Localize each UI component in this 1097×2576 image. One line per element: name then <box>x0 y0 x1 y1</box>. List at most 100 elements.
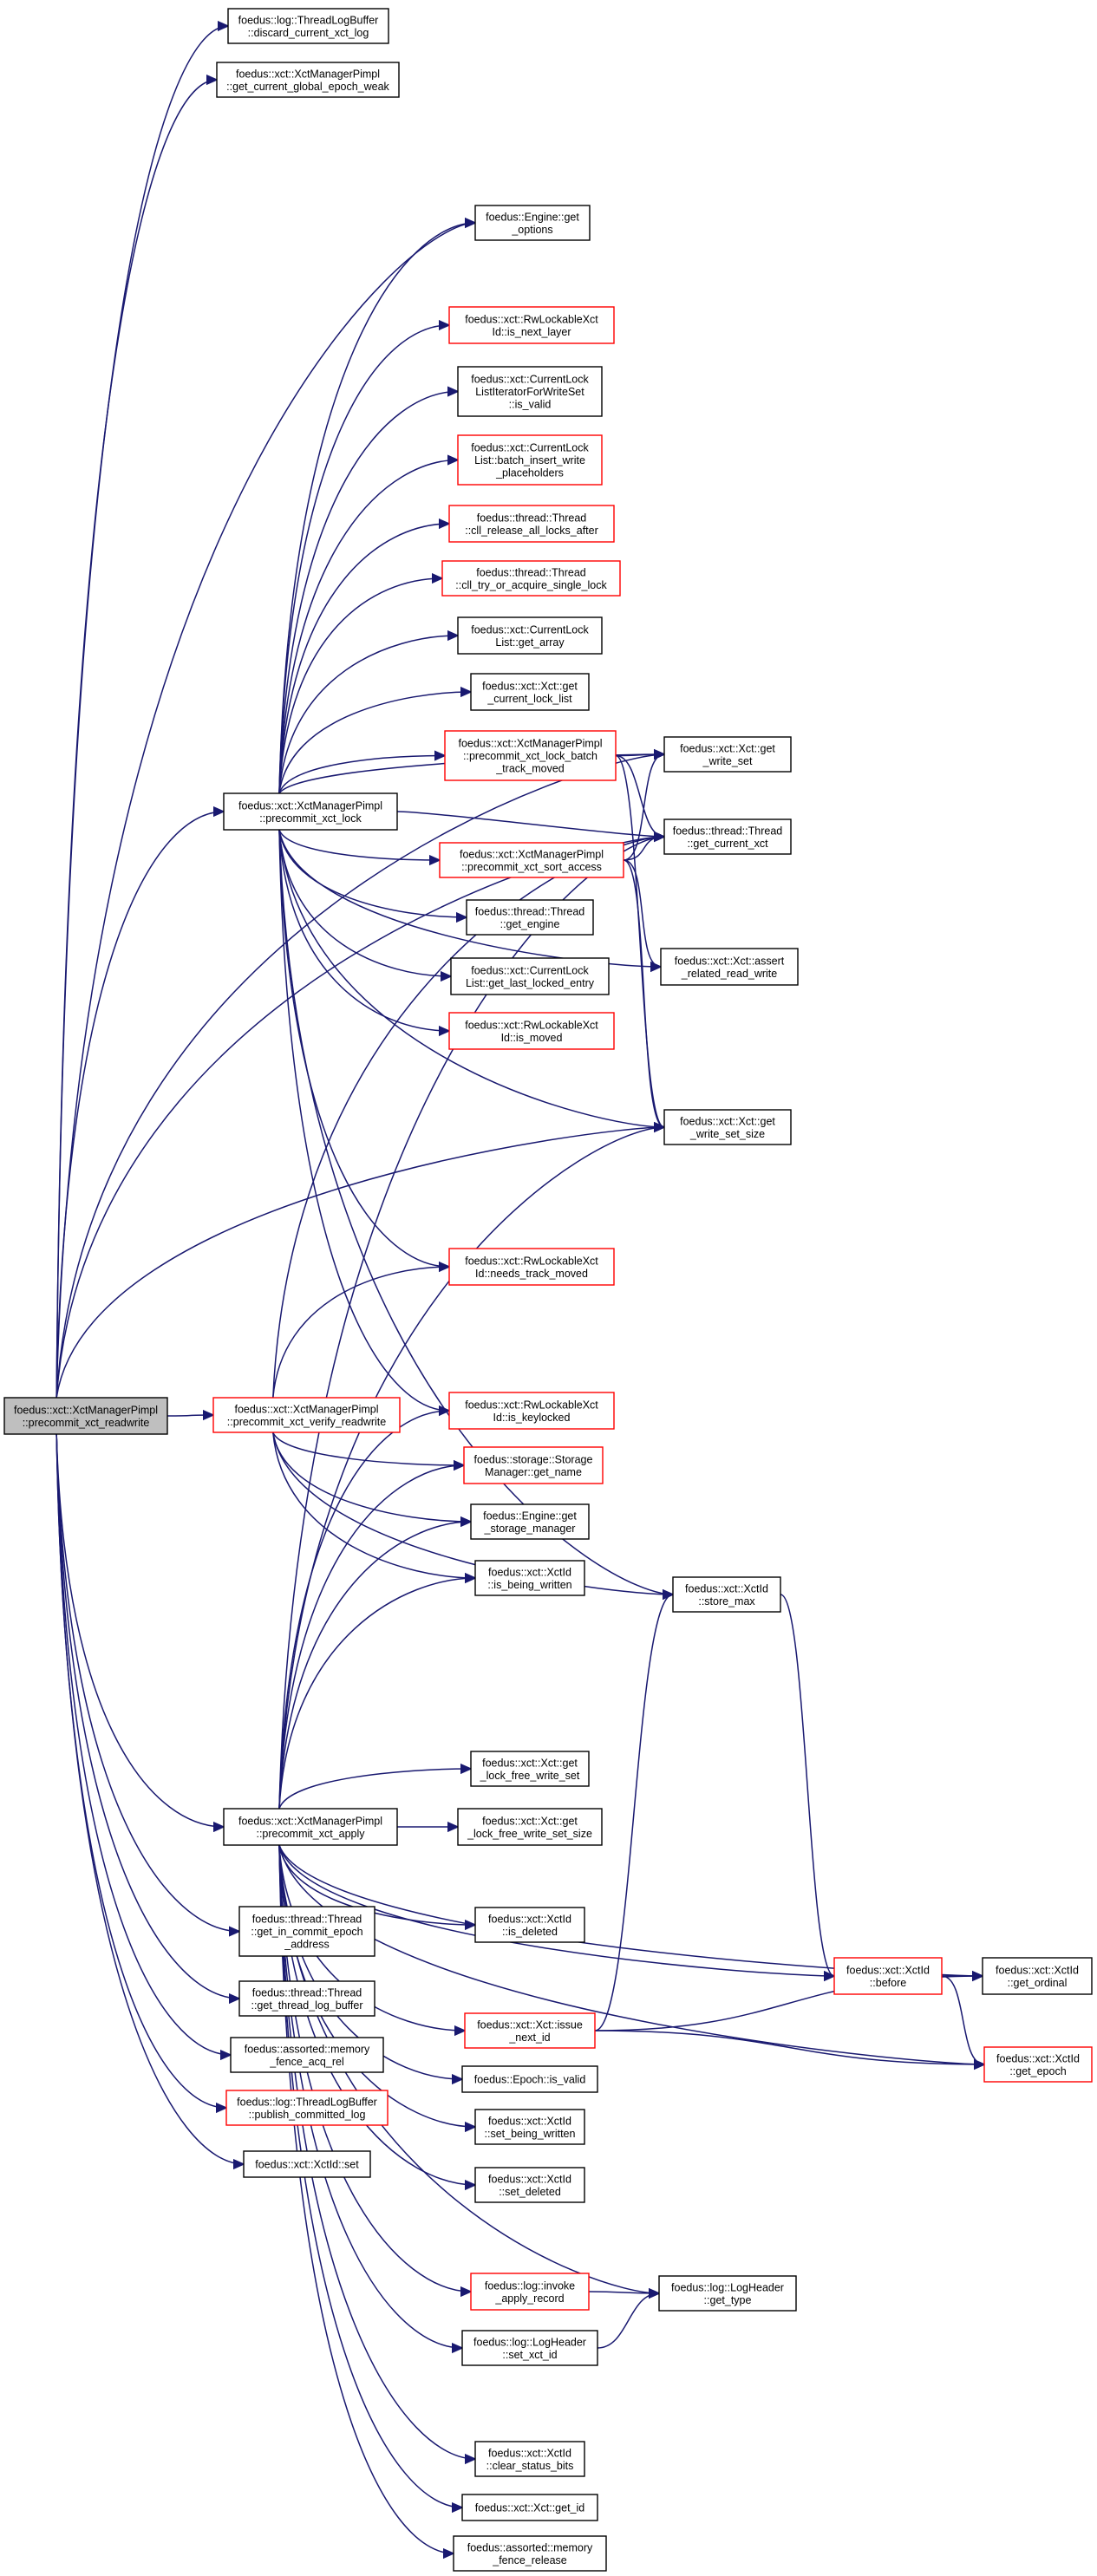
node-box <box>212 1397 401 1433</box>
node-label: _write_set <box>702 755 753 767</box>
node-publish[interactable]: foedus::log::ThreadLogBuffer::publish_co… <box>225 2090 389 2126</box>
node-label: foedus::xct::XctId <box>685 1582 768 1595</box>
node-storemax[interactable]: foedus::xct::XctId::store_max <box>672 1576 781 1613</box>
node-iskeylocked[interactable]: foedus::xct::RwLockableXctId::is_keylock… <box>448 1392 615 1430</box>
node-label: ListIteratorForWriteSet <box>475 386 584 398</box>
node-apply[interactable]: foedus::xct::XctManagerPimpl::precommit_… <box>223 1808 398 1846</box>
node-box <box>463 1446 604 1484</box>
node-sortaccess[interactable]: foedus::xct::XctManagerPimpl::precommit_… <box>439 842 624 878</box>
edge-apply-to-smgetname <box>278 1465 464 1810</box>
call-nodes: foedus::xct::XctManagerPimpl::precommit_… <box>3 8 1093 2572</box>
node-getsm[interactable]: foedus::Engine::get_storage_manager <box>470 1503 590 1540</box>
node-box <box>466 899 594 936</box>
node-getcll[interactable]: foedus::xct::Xct::get_current_lock_list <box>470 673 590 711</box>
node-getwriteset[interactable]: foedus::xct::Xct::get_write_set <box>663 736 792 773</box>
node-gcgew[interactable]: foedus::xct::XctManagerPimpl::get_curren… <box>216 62 400 98</box>
edge-before-to-getepoch <box>941 1975 984 2064</box>
node-box <box>453 2535 607 2572</box>
node-discard[interactable]: foedus::log::ThreadLogBuffer::discard_cu… <box>227 8 389 44</box>
edge-lock-to-clltry <box>278 578 442 794</box>
node-isbeing[interactable]: foedus::xct::XctId::is_being_written <box>474 1560 585 1596</box>
node-box <box>474 205 591 241</box>
node-label: ::get_engine <box>500 918 560 930</box>
node-box <box>663 818 792 855</box>
node-label: foedus::xct::Xct::get <box>482 1757 578 1769</box>
node-engopt[interactable]: foedus::Engine::get_options <box>474 205 591 241</box>
node-batchinsert[interactable]: foedus::xct::CurrentLockList::batch_inse… <box>457 434 603 486</box>
edge-root-to-getwritesetsize <box>56 1127 664 1399</box>
node-box <box>225 2090 389 2126</box>
node-setxctid[interactable]: foedus::log::LogHeader::set_xct_id <box>461 2330 598 2366</box>
edge-apply-to-getordinal <box>278 1844 983 1976</box>
node-label: ::store_max <box>698 1595 755 1608</box>
node-root[interactable]: foedus::xct::XctManagerPimpl::precommit_… <box>3 1397 168 1435</box>
node-needstrack[interactable]: foedus::xct::RwLockableXctId::needs_trac… <box>448 1248 615 1286</box>
node-getlfwss[interactable]: foedus::xct::Xct::get_lock_free_write_se… <box>457 1808 603 1846</box>
node-label: foedus::log::LogHeader <box>671 2281 784 2293</box>
node-label: ::precommit_xct_lock <box>259 812 362 825</box>
node-label: foedus::xct::RwLockableXct <box>465 1255 598 1267</box>
node-getlastlocked[interactable]: foedus::xct::CurrentLockList::get_last_l… <box>450 957 610 995</box>
node-verify[interactable]: foedus::xct::XctManagerPimpl::precommit_… <box>212 1397 401 1433</box>
node-getcurxct[interactable]: foedus::thread::Thread::get_current_xct <box>663 818 792 855</box>
node-getordinal[interactable]: foedus::xct::XctId::get_ordinal <box>982 1957 1093 1995</box>
edge-lock-to-engopt <box>278 223 475 794</box>
node-label: _fence_release <box>492 2554 567 2566</box>
node-label: foedus::xct::XctId <box>488 2115 571 2127</box>
node-getengine[interactable]: foedus::thread::Thread::get_engine <box>466 899 594 936</box>
node-setdeleted[interactable]: foedus::xct::XctId::set_deleted <box>474 2167 585 2203</box>
node-label: ::is_valid <box>509 399 552 411</box>
node-invokeapply[interactable]: foedus::log::invoke_apply_record <box>470 2273 590 2311</box>
node-label: foedus::log::ThreadLogBuffer <box>238 14 379 26</box>
node-label: foedus::xct::CurrentLock <box>471 623 589 636</box>
node-before[interactable]: foedus::xct::XctId::before <box>833 1957 943 1995</box>
node-label: ::precommit_xct_readwrite <box>23 1417 150 1429</box>
edge-sortaccess-to-getwritesetsize <box>623 859 664 1127</box>
node-cllrelease[interactable]: foedus::thread::Thread::cll_release_all_… <box>448 505 615 543</box>
node-box <box>448 1392 615 1430</box>
edge-sortaccess-to-assertrel <box>623 859 661 967</box>
edge-lock-to-getarray <box>278 636 458 794</box>
node-getlogbuf[interactable]: foedus::thread::Thread::get_thread_log_b… <box>238 1980 375 2017</box>
node-getwritesetsize[interactable]: foedus::xct::Xct::get_write_set_size <box>663 1109 792 1145</box>
edge-verify-to-getsm <box>272 1431 471 1522</box>
node-assertrel[interactable]: foedus::xct::Xct::assert_related_read_wr… <box>660 948 799 986</box>
node-label: List::get_array <box>495 636 565 649</box>
node-clltry[interactable]: foedus::thread::Thread::cll_try_or_acqui… <box>441 560 621 597</box>
node-memfencerel[interactable]: foedus::assorted::memory_fence_release <box>453 2535 607 2572</box>
edge-lock-to-getcll <box>278 692 471 794</box>
node-box <box>238 1906 375 1957</box>
node-getid[interactable]: foedus::xct::Xct::get_id <box>461 2494 598 2521</box>
node-setbeing[interactable]: foedus::xct::XctId::set_being_written <box>474 2109 585 2145</box>
node-label: _address <box>284 1939 329 1951</box>
node-getlfws[interactable]: foedus::xct::Xct::get_lock_free_write_se… <box>470 1751 590 1787</box>
node-label: Manager::get_name <box>485 1466 582 1478</box>
node-box <box>448 1248 615 1286</box>
node-box <box>216 62 400 98</box>
node-getepoch[interactable]: foedus::xct::XctId::get_epoch <box>983 2046 1093 2083</box>
node-box <box>223 1808 398 1846</box>
node-label: foedus::Epoch::is_valid <box>474 2074 586 2086</box>
node-label: _storage_manager <box>484 1523 576 1535</box>
node-epochisvalid[interactable]: foedus::Epoch::is_valid <box>461 2065 598 2093</box>
edge-lock-to-iskeylocked <box>278 829 449 1411</box>
node-box <box>243 2150 371 2178</box>
node-lock[interactable]: foedus::xct::XctManagerPimpl::precommit_… <box>223 792 398 831</box>
node-xctidset[interactable]: foedus::xct::XctId::set <box>243 2150 371 2178</box>
node-gettype[interactable]: foedus::log::LogHeader::get_type <box>658 2275 797 2312</box>
node-getincommit[interactable]: foedus::thread::Thread::get_in_commit_ep… <box>238 1906 375 1957</box>
node-memfenceacq[interactable]: foedus::assorted::memory_fence_acq_rel <box>230 2037 384 2073</box>
node-label: _related_read_write <box>681 968 778 980</box>
node-issuenext[interactable]: foedus::xct::Xct::issue_next_id <box>464 2012 596 2049</box>
node-box <box>223 792 398 831</box>
node-isnextlayer[interactable]: foedus::xct::RwLockableXctId::is_next_la… <box>448 306 615 344</box>
node-label: foedus::xct::Xct::get_id <box>475 2502 585 2514</box>
node-smgetname[interactable]: foedus::storage::StorageManager::get_nam… <box>463 1446 604 1484</box>
edge-lock-to-sortaccess <box>278 829 440 860</box>
node-lockbatch[interactable]: foedus::xct::XctManagerPimpl::precommit_… <box>444 730 617 781</box>
node-clearstatus[interactable]: foedus::xct::XctId::clear_status_bits <box>474 2441 585 2477</box>
node-isdeleted[interactable]: foedus::xct::XctId::is_deleted <box>474 1907 585 1943</box>
node-clliter[interactable]: foedus::xct::CurrentLockListIteratorForW… <box>457 366 603 417</box>
